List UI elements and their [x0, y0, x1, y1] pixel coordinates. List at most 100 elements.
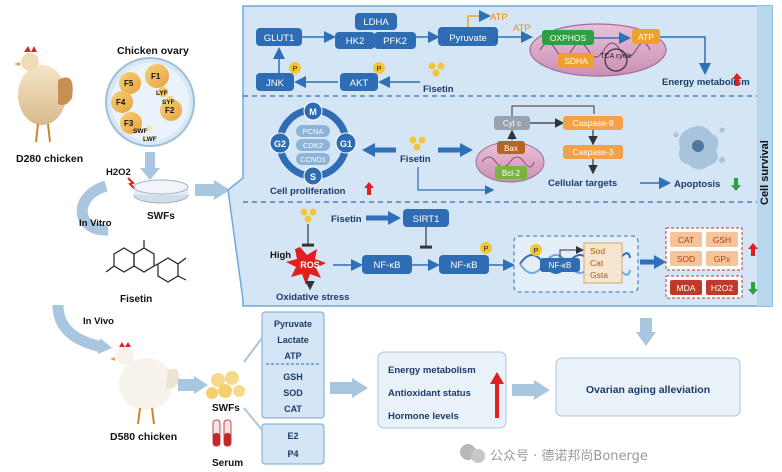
nfkb-node: NF-κB [540, 258, 580, 272]
fisetin-dots [300, 208, 317, 223]
phospho-badge [289, 62, 301, 74]
atp-node [632, 29, 660, 44]
down-arrow-icon [748, 282, 758, 295]
swfs-follicle-cluster [206, 371, 245, 399]
d280-chicken-label: D280 chicken [16, 153, 83, 165]
svg-text:M: M [309, 107, 317, 117]
akt-node: AKT [340, 73, 378, 91]
svg-text:Bax: Bax [504, 144, 518, 153]
swfs-dish [133, 179, 189, 204]
pcna-node: PCNA [296, 125, 330, 137]
serum-markers-panel [261, 423, 325, 465]
chicken-ovary-label: Chicken ovary [117, 45, 189, 57]
tca-label: TCA cycle [600, 53, 632, 60]
svg-text:Bcl-2: Bcl-2 [502, 169, 521, 178]
svg-text:JNK: JNK [266, 78, 285, 89]
svg-text:G1: G1 [340, 139, 352, 149]
tca-cycle-icon [604, 48, 628, 72]
svg-text:SDHA: SDHA [564, 56, 588, 66]
swf-marker-label: CAT [284, 404, 302, 414]
svg-text:公众号 · 德诺邦尚Bonerge: 公众号 · 德诺邦尚Bonerge [490, 449, 648, 464]
svg-text:NF-κB: NF-κB [374, 260, 401, 271]
apoptosis-label: Apoptosis [674, 179, 720, 190]
fisetin-label: Fisetin [423, 84, 454, 95]
cdk2-node: CDK2 [296, 139, 330, 151]
cell-proliferation-label: Cell proliferation [270, 186, 346, 197]
sirt1-node: SIRT1 [403, 209, 449, 227]
follicle-label: F2 [165, 106, 175, 115]
svg-text:HK2: HK2 [346, 36, 364, 47]
svg-text:ATP: ATP [638, 32, 654, 42]
fisetin-label-left: Fisetin [120, 294, 152, 305]
svg-text:AKT: AKT [350, 78, 369, 89]
svg-text:Pyruvate: Pyruvate [449, 33, 487, 44]
cycle-phase-g1: G1 [335, 132, 357, 154]
h2o2-label: H2O2 [106, 167, 131, 178]
cycle-phase-m: M [303, 101, 323, 121]
oxidative-stress-label: Oxidative stress [276, 292, 349, 303]
ldha-node: LDHA [355, 13, 397, 30]
cycle-phase-s: S [303, 166, 323, 186]
svg-text:S: S [310, 172, 316, 182]
swf-marker-label: GSH [283, 372, 303, 382]
pfk2-node: PFK2 [374, 32, 416, 49]
d580-chicken-illustration [110, 342, 179, 425]
nfkb-node: NF-κB [362, 255, 412, 274]
final-outcome-label: Ovarian aging alleviation [586, 384, 710, 396]
nfkb-node: NF-κB [439, 255, 489, 274]
svg-text:GLUT1: GLUT1 [264, 33, 295, 44]
oxphos-node: OXPHOS [542, 30, 594, 45]
svg-text:NF-κB: NF-κB [451, 260, 478, 271]
svg-text:Cyt c: Cyt c [503, 119, 521, 128]
follicle-label: F4 [116, 98, 126, 107]
svg-text:CDK2: CDK2 [303, 141, 323, 150]
cell-survival-label: Cell survival [759, 140, 771, 205]
oxidative-outputs [665, 275, 743, 299]
svg-text:PCNA: PCNA [303, 127, 324, 136]
in-vitro-label: In Vitro [79, 218, 112, 229]
svg-text:LDHA: LDHA [363, 17, 389, 28]
fisetin-structure [105, 240, 187, 283]
swf-marker-label: ATP [284, 351, 301, 361]
h2o2-output-label: H2O2 [711, 283, 733, 293]
follicle-label: LYF [156, 90, 168, 97]
glut1-node: GLUT1 [256, 28, 302, 46]
svg-text:P: P [292, 64, 297, 73]
phospho-badge [530, 244, 542, 256]
svg-text:P: P [483, 244, 488, 253]
fisetin-label: Fisetin [400, 154, 431, 165]
gpx-output-label: GPx [714, 254, 731, 264]
fisetin-label: Fisetin [331, 214, 362, 225]
hk2-node: HK2 [335, 32, 375, 49]
mda-output-label: MDA [677, 283, 696, 293]
svg-text:OXPHOS: OXPHOS [550, 33, 587, 43]
swf-marker-label: SOD [283, 388, 303, 398]
cytc-node: Cyt c [494, 116, 530, 130]
outcomes-panel [377, 351, 507, 429]
ros-label: ROS [300, 260, 320, 270]
fisetin-dots [428, 62, 445, 77]
ros-burst-icon [286, 247, 326, 285]
follicle-label: F3 [124, 119, 134, 128]
up-arrow-icon [490, 372, 504, 418]
svg-text:P: P [376, 64, 381, 73]
svg-text:Caspase-9: Caspase-9 [572, 118, 613, 128]
follicle-label: SWF [133, 128, 147, 135]
high-label: High [270, 250, 291, 261]
down-arrow-icon [731, 178, 741, 191]
chicken-ovary-dish [105, 57, 195, 147]
serum-marker-label: P4 [287, 449, 298, 459]
svg-text:NF-κB: NF-κB [549, 261, 572, 270]
outcome-label: Hormone levels [388, 411, 459, 422]
up-arrow-icon [732, 73, 742, 86]
cat-output-label: CAT [678, 235, 694, 245]
sod-gene-label: Sod [590, 246, 605, 256]
in-vivo-arrow [52, 304, 104, 353]
outcome-label: Antioxidant status [388, 388, 471, 399]
caspase9-node: Caspase-9 [563, 116, 623, 130]
sod-output-label: SOD [677, 254, 695, 264]
energy-metabolism-label: Energy metabolism [662, 77, 750, 88]
outcome-label: Energy metabolism [388, 365, 476, 376]
follicle-label: F5 [124, 79, 134, 88]
